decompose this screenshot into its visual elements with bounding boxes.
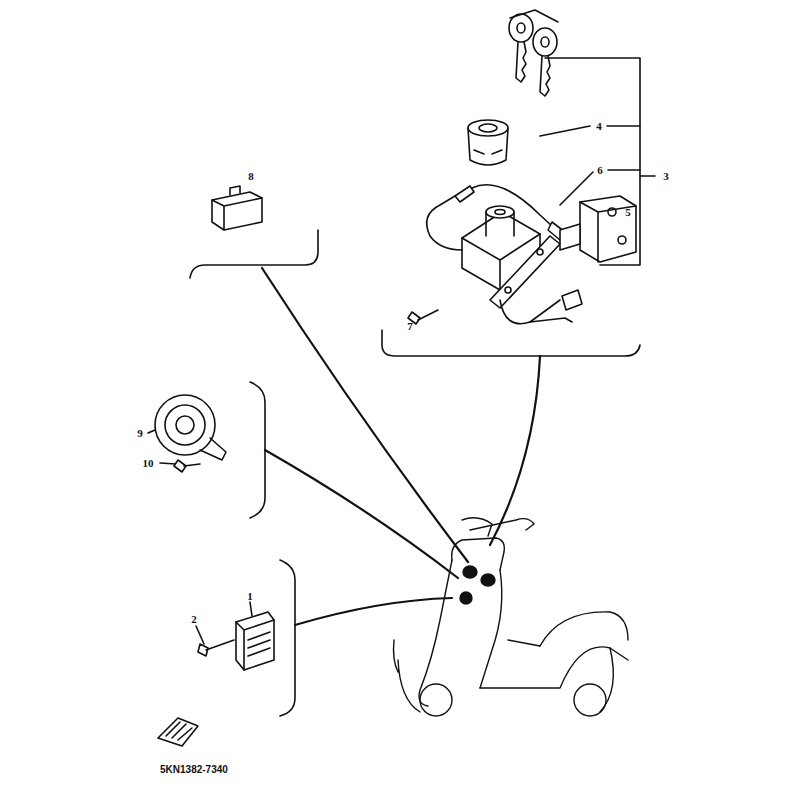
group-leader xyxy=(265,450,458,578)
key-set xyxy=(509,10,655,265)
group-frame xyxy=(280,560,295,716)
callout-number: 5 xyxy=(625,207,631,218)
group-frame xyxy=(382,330,640,356)
horn-part xyxy=(148,395,226,472)
control-unit xyxy=(196,602,274,670)
callout-number: 6 xyxy=(597,165,603,176)
group-leader xyxy=(262,268,468,562)
lock-plate xyxy=(560,196,636,262)
group-leader xyxy=(295,598,452,625)
callout-number: 2 xyxy=(191,614,197,625)
scooter-outline xyxy=(394,518,629,716)
callout-number: 8 xyxy=(248,171,254,182)
relay-part xyxy=(212,186,262,230)
callout-number: 1 xyxy=(247,591,253,602)
ignition-switch xyxy=(427,126,640,324)
lock-cylinder xyxy=(468,120,508,165)
callout-number: 7 xyxy=(407,321,413,332)
group-leader xyxy=(490,356,540,545)
group-frame xyxy=(250,382,265,518)
part-code: 5KN1382-7340 xyxy=(160,765,228,775)
group-frame xyxy=(190,230,318,278)
callout-number: 10 xyxy=(143,458,154,469)
callout-number: 9 xyxy=(137,428,143,439)
callout-number: 4 xyxy=(596,121,602,132)
callout-number: 3 xyxy=(663,171,669,182)
direction-icon xyxy=(158,718,198,746)
